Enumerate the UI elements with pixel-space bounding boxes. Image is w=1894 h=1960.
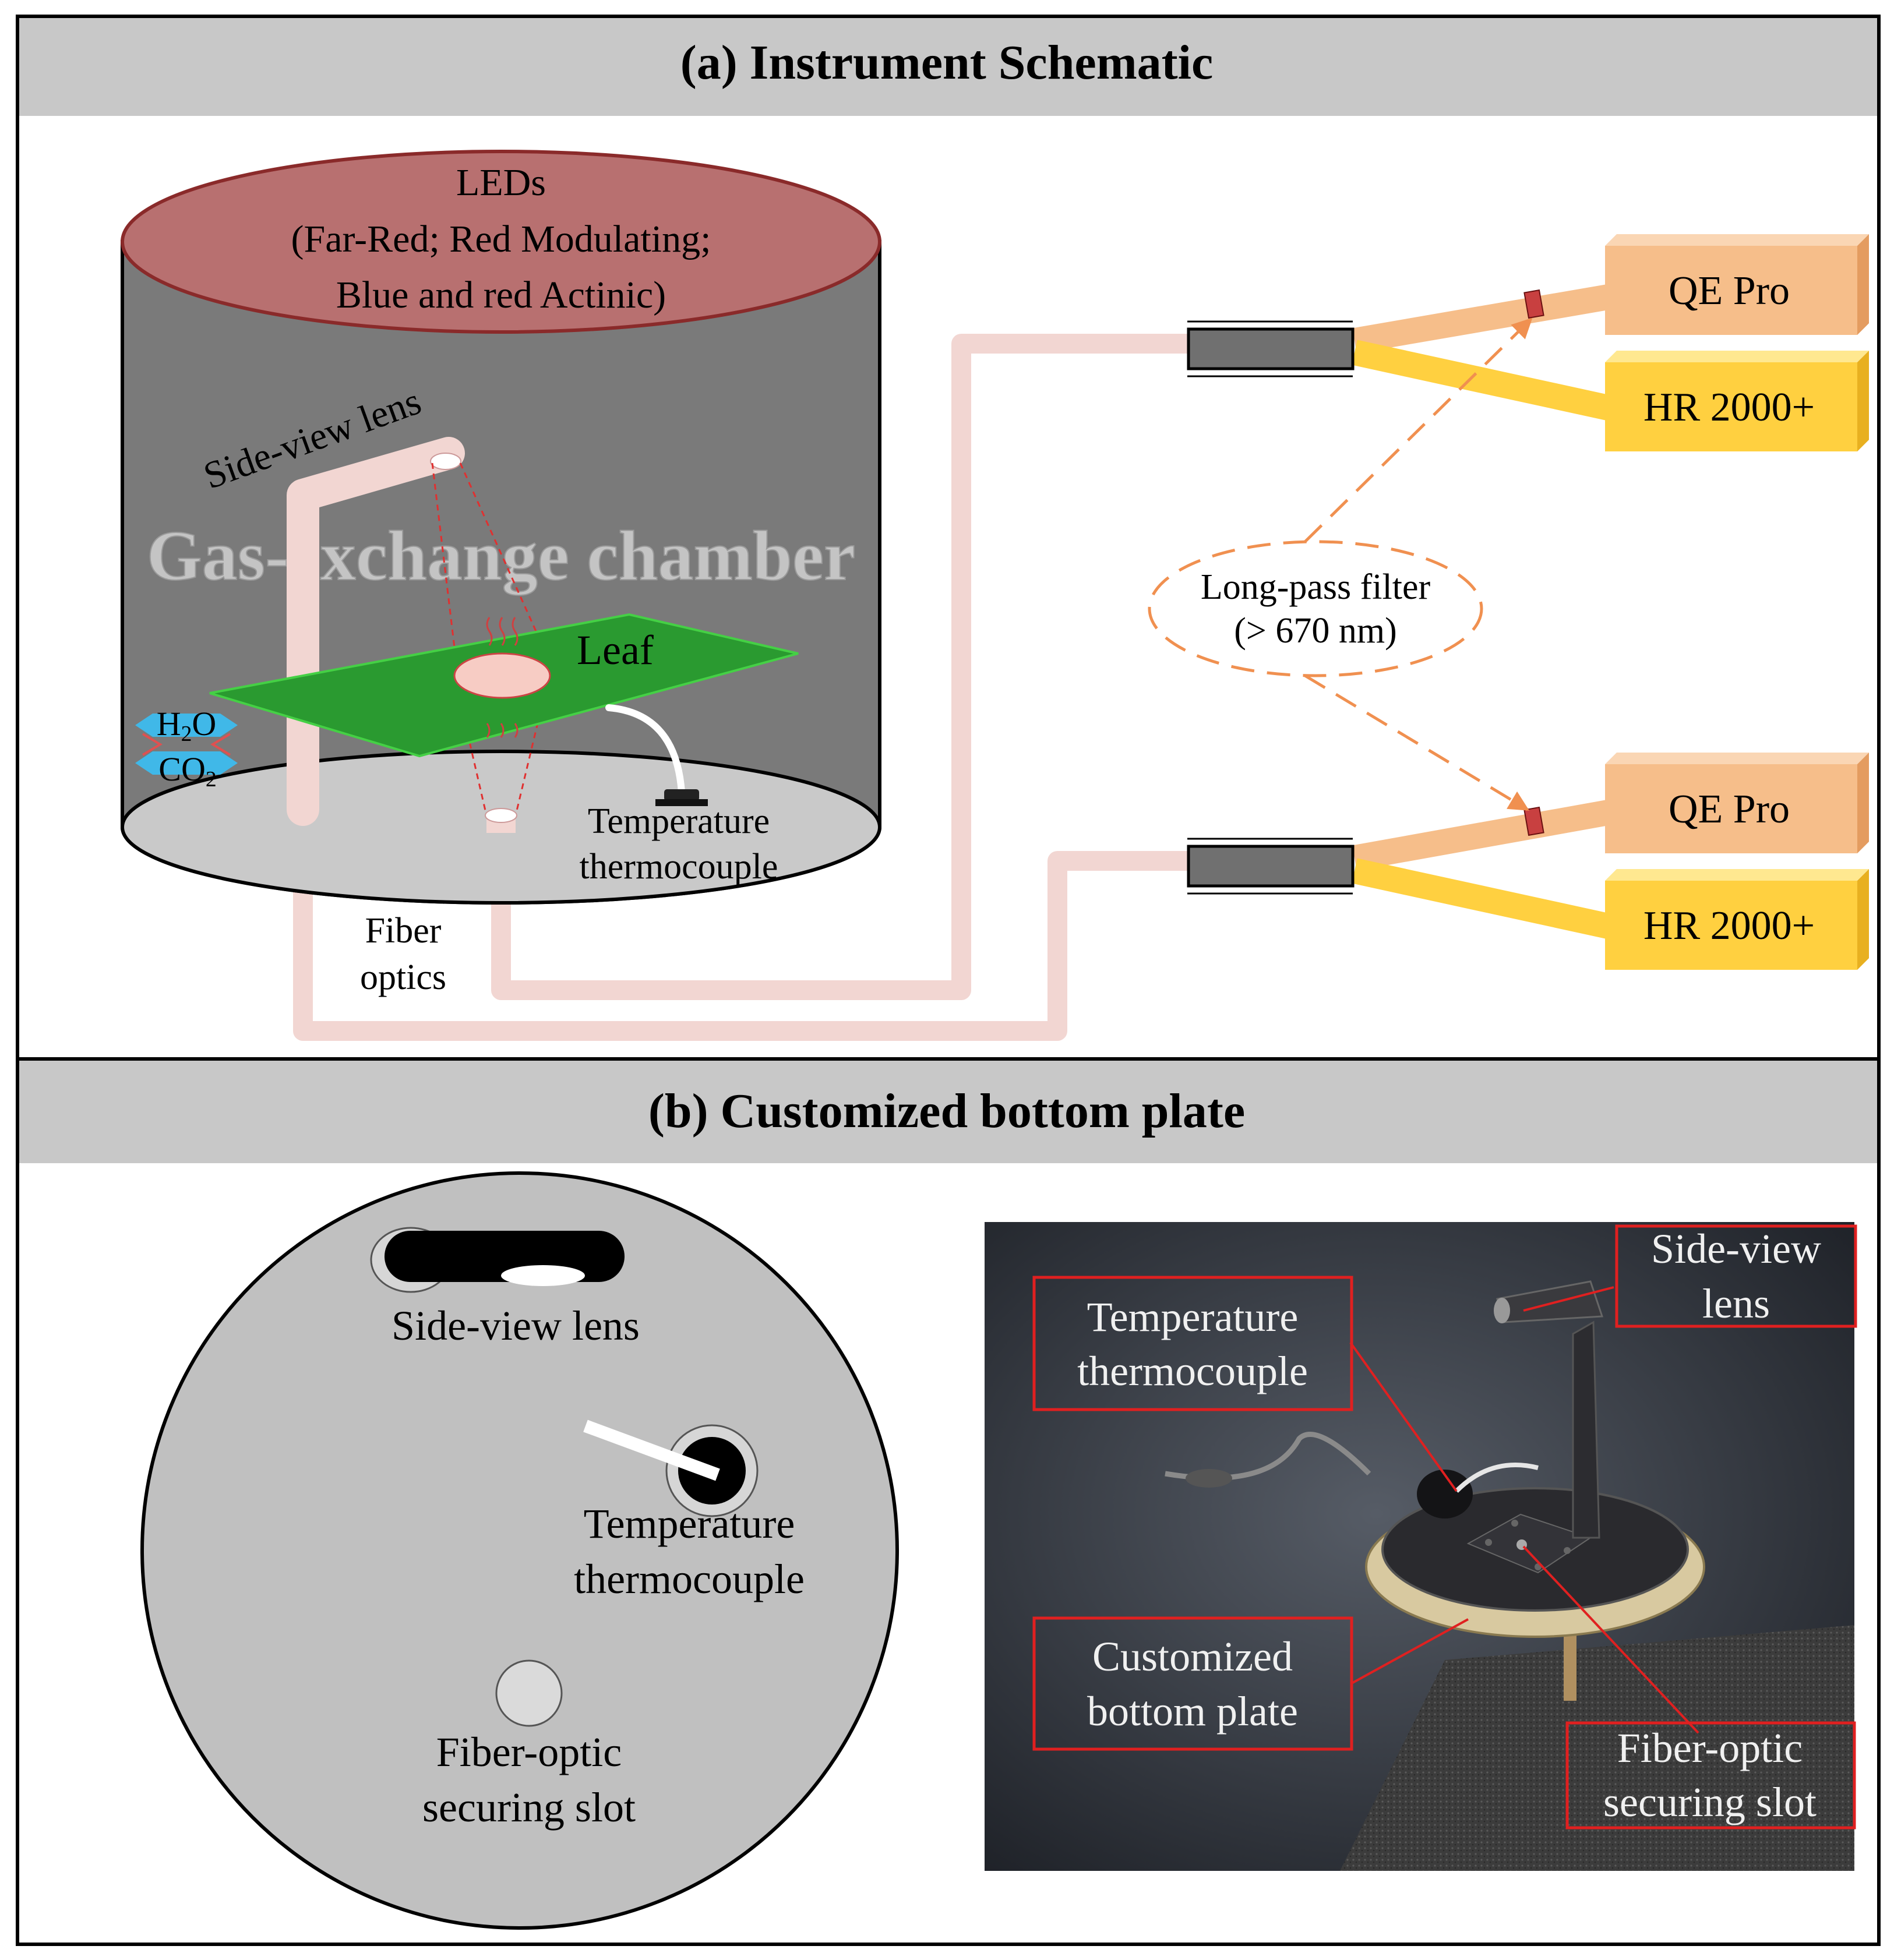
photo-label-slot: Fiber-optic securing slot bbox=[1565, 1721, 1856, 1830]
panel-b-title: (b) Customized bottom plate bbox=[648, 1084, 1245, 1138]
panel-b: (b) Customized bottom plate Side-view le… bbox=[16, 1057, 1881, 1946]
panel-a-header bbox=[19, 18, 1877, 116]
gas-arrow-co2 bbox=[135, 751, 238, 775]
thermocouple-base bbox=[655, 799, 708, 806]
h2o-label: H2O bbox=[157, 705, 217, 746]
photo-side-view-line2: lens bbox=[1702, 1280, 1770, 1327]
hr-2000-top-label: HR 2000+ bbox=[1643, 385, 1815, 430]
gas-arrow-h2o bbox=[135, 714, 238, 737]
bottom-plate-diagram: Side-view lens Temperature thermocouple … bbox=[140, 1171, 899, 1930]
plate-slot-label-line1: Fiber-optic bbox=[436, 1729, 622, 1775]
thermocouple-wire bbox=[605, 704, 685, 796]
photo-plate-line2: bottom plate bbox=[1087, 1688, 1298, 1735]
filter-marker-top bbox=[1523, 289, 1544, 319]
spectrometer-qe-bottom: QE Pro bbox=[1605, 753, 1869, 853]
photo-thermocouple-line2: thermocouple bbox=[1077, 1348, 1308, 1394]
fiber-optics-label-line1: Fiber bbox=[365, 911, 442, 951]
photo-plate-line1: Customized bbox=[1092, 1633, 1293, 1680]
hr-2000-bottom-label: HR 2000+ bbox=[1643, 903, 1815, 948]
panel-a-title: (a) Instrument Schematic bbox=[680, 36, 1214, 90]
bottom-plate-photo: Side-view lens Temperature thermocouple … bbox=[985, 1222, 1857, 1871]
emission-waves bbox=[486, 617, 519, 738]
thermocouple-sensor bbox=[664, 789, 699, 801]
plate-thermocouple-label-line2: thermocouple bbox=[574, 1556, 805, 1602]
panel-a: (a) Instrument Schematic LEDs (Far-Red; … bbox=[16, 15, 1881, 1061]
spectrometer-qe-top: QE Pro bbox=[1605, 234, 1869, 335]
led-label-line1: LEDs bbox=[456, 161, 546, 204]
photo-callout-lines bbox=[1349, 1286, 1699, 1734]
photo-slot-line2: securing slot bbox=[1603, 1779, 1817, 1825]
panel-b-header bbox=[19, 1061, 1877, 1163]
photo-thermocouple-bead bbox=[1417, 1470, 1473, 1518]
led-label-line3: Blue and red Actinic) bbox=[336, 274, 666, 316]
photo-lens-post bbox=[1572, 1320, 1600, 1539]
photo-side-view-line1: Side-view bbox=[1651, 1226, 1821, 1272]
plate-side-view-label: Side-view lens bbox=[392, 1302, 640, 1349]
filter-label-line1: Long-pass filter bbox=[1201, 567, 1431, 607]
plate-slot-label-line2: securing slot bbox=[422, 1784, 636, 1831]
chamber-label: Gas-exchange chamber bbox=[147, 517, 855, 595]
fiber-cable-inner bbox=[491, 334, 1198, 1000]
thermocouple-label-line1: Temperature bbox=[588, 801, 770, 841]
bottom-lens-aperture bbox=[485, 808, 517, 823]
led-label-line2: (Far-Red; Red Modulating; bbox=[291, 218, 711, 260]
splitter-top bbox=[1187, 284, 1611, 421]
spectrometer-hr-bottom: HR 2000+ bbox=[1605, 869, 1869, 970]
fiber-connector-top bbox=[1187, 327, 1355, 370]
qe-pro-bottom-label: QE Pro bbox=[1669, 787, 1790, 832]
photo-foam bbox=[1340, 1625, 1854, 1871]
leaf-label: Leaf bbox=[577, 627, 654, 673]
filter-callout-ellipse bbox=[1148, 540, 1483, 677]
thermocouple-label-line2: thermocouple bbox=[580, 847, 778, 887]
photo-label-thermocouple: Temperature thermocouple bbox=[1032, 1276, 1353, 1411]
long-pass-filter-callout: Long-pass filter (> 670 nm) bbox=[1148, 317, 1533, 811]
gas-exchange-arrows bbox=[135, 714, 238, 775]
plate-thermocouple-label-line1: Temperature bbox=[584, 1500, 795, 1547]
side-view-lens-window bbox=[501, 1265, 585, 1286]
qe-pro-top-label: QE Pro bbox=[1669, 269, 1790, 313]
photo-thermocouple-wire bbox=[1455, 1463, 1539, 1493]
gas-exchange-chamber: LEDs (Far-Red; Red Modulating; Blue and … bbox=[121, 150, 881, 905]
co2-label: CO2 bbox=[158, 750, 216, 792]
photo-label-plate: Customized bottom plate bbox=[1032, 1616, 1353, 1751]
splitter-bottom bbox=[1187, 800, 1611, 939]
fiber-connector-bottom bbox=[1187, 845, 1355, 888]
fiber-optic-slot bbox=[495, 1659, 563, 1727]
spectrometer-hr-top: HR 2000+ bbox=[1605, 351, 1869, 451]
filter-marker-bottom bbox=[1523, 806, 1544, 836]
led-disc bbox=[121, 150, 881, 334]
thermocouple-wire-plate bbox=[583, 1419, 720, 1481]
photo-label-side-view: Side-view lens bbox=[1615, 1224, 1857, 1328]
side-view-lens-aperture bbox=[430, 453, 461, 470]
photo-cable-plug bbox=[1186, 1469, 1232, 1488]
fiber-optics-label-line2: optics bbox=[360, 958, 446, 997]
filter-label-line2: (> 670 nm) bbox=[1234, 611, 1396, 651]
bottom-plate bbox=[140, 1171, 899, 1930]
leaf-measure-spot bbox=[453, 652, 551, 699]
photo-thermocouple-line1: Temperature bbox=[1087, 1294, 1299, 1340]
photo-slot-line1: Fiber-optic bbox=[1617, 1725, 1803, 1771]
